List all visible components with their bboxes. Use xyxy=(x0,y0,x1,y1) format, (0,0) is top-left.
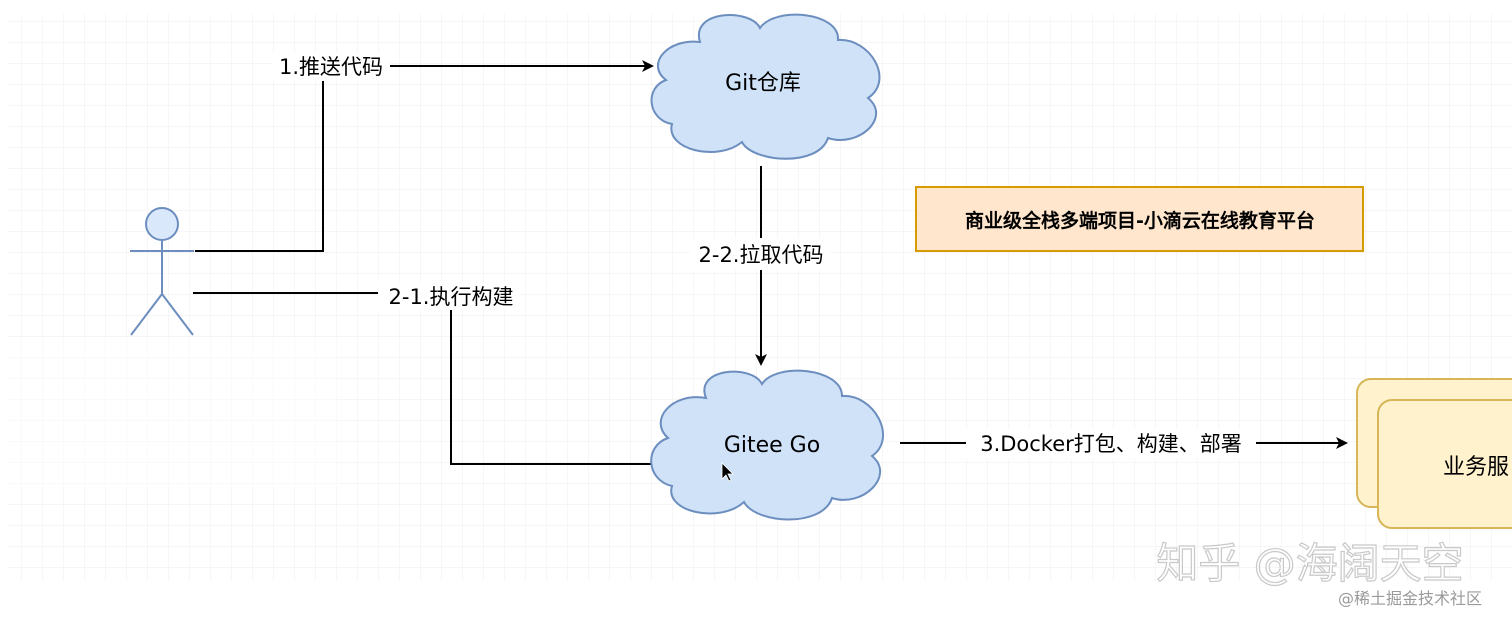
node-git-repo[interactable] xyxy=(650,13,881,160)
edge-push-code[interactable] xyxy=(195,53,654,252)
node-label-git-repo: Git仓库 xyxy=(725,71,801,96)
grid-faded-patch xyxy=(8,338,338,486)
edge-label-run-build: 2-1.执行构建 xyxy=(389,285,514,309)
edge-label-docker-deploy: 3.Docker打包、构建、部署 xyxy=(980,432,1242,456)
node-business-service[interactable] xyxy=(1356,378,1512,529)
node-label-business-service: 业务服 xyxy=(1443,455,1509,480)
title-box-label: 商业级全栈多端项目-小滴云在线教育平台 xyxy=(965,209,1315,232)
node-gitee-go[interactable] xyxy=(650,369,884,521)
node-label-gitee-go: Gitee Go xyxy=(724,433,820,458)
title-box[interactable] xyxy=(915,186,1364,252)
watermark-zhihu: 知乎 @海阔天空 xyxy=(1156,539,1463,588)
edge-label-push-code: 1.推送代码 xyxy=(279,55,383,79)
node-developer-actor[interactable] xyxy=(130,207,194,336)
edge-pull-code[interactable] xyxy=(690,166,830,366)
edge-run-build[interactable] xyxy=(193,282,666,470)
mouse-cursor-icon xyxy=(721,462,734,482)
edge-label-pull-code: 2-2.拉取代码 xyxy=(699,243,824,267)
edge-docker-deploy[interactable] xyxy=(900,429,1348,459)
watermark-juejin: @稀土掘金技术社区 xyxy=(1338,589,1482,608)
